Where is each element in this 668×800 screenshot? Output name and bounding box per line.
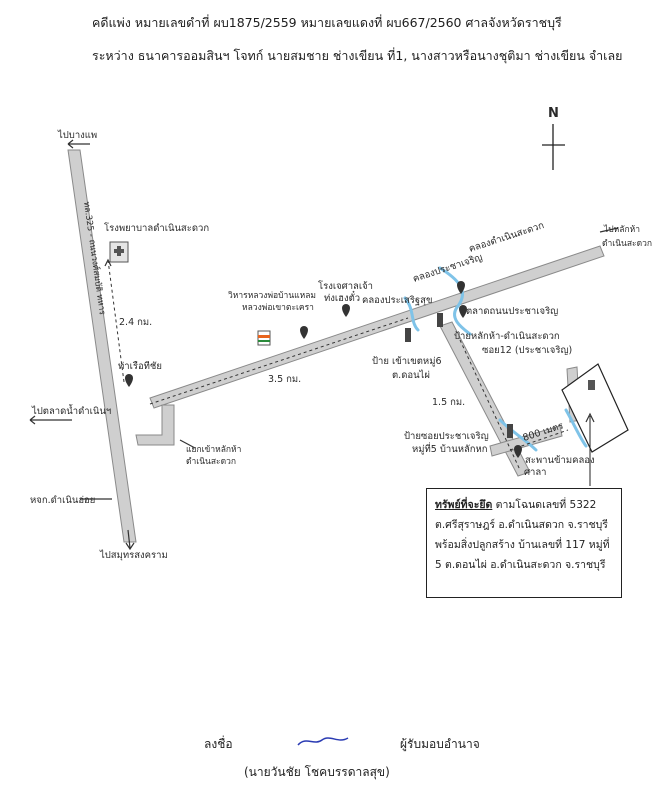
label-nong-ong: หจก.ดำเนินอ่อย [30,495,95,506]
label-to-market: ไปตลาดน้ำดำเนินฯ [31,404,111,417]
hospital-icon [109,241,129,263]
property-description: ทรัพย์ที่จะยึด ตามโฉนดเลขที่ 5322 ต.ศรีส… [426,488,622,598]
label-to-bang-phae: ไปบางแพ [57,129,97,141]
canal-small [498,418,538,452]
vihara-pin-icon [300,326,308,339]
soi-sign-icon [507,424,513,438]
bridge-pin-icon [514,445,522,458]
property-parcel [561,363,629,453]
label-temple: ท่าเรือทีชัย [118,360,162,372]
north-label: N [548,106,559,121]
lak-ha-sign-icon [437,313,443,327]
label-canal-ps: คลองประเสริฐสุข [362,295,432,306]
arrow-to-lak-ha-icon [599,227,619,233]
label-to-lak-ha-2: ดำเนินสะดวก [602,239,652,249]
signature-mark [297,737,349,746]
canal-pin-icon [457,281,465,294]
label-don-phai: ต.ดอนไผ่ [392,369,430,381]
label-dist-24: 2.4 กม. [119,317,152,328]
property-line4: 5 ต.ดอนไผ่ อ.ดำเนินสะดวก จ.ราชบุรี [435,559,606,571]
label-vihara-2: หลวงพ่อเขาตะเครา [242,303,314,313]
label-shrine: โรงเจศาลเจ้า [318,280,373,292]
signer-name: (นายวันชัย โชคบรรดาลสุข) [244,765,390,779]
property-deed: ตามโฉนดเลขที่ 5322 [492,499,597,511]
lak-ha-road [149,245,605,409]
label-sala: ศาลา [524,467,547,478]
property-line2: ต.ศรีสุราษฎร์ อ.ดำเนินสดวก จ.ราชบุรี [435,519,608,531]
case-number-line: คดีแพ่ง หมายเลขดำที่ ผบ1875/2559 หมายเลข… [92,15,562,30]
convenience-store-icon [257,330,271,346]
arrow-to-market-icon [29,415,72,425]
arrow-to-bang-phae-icon [67,139,90,149]
canal-prasert-suk [403,296,420,332]
property-title: ทรัพย์ที่จะยึด [435,499,493,511]
canal-pracha-charoen [438,266,472,336]
label-market-pc: ตลาดถนนประชาเจริญ [466,306,558,317]
signature-label: ลงชื่อ [204,737,233,751]
dist-line-24 [107,259,125,383]
label-sign-lak-ha: ป้ายหลักห้า-ดำเนินสะดวก [454,331,560,342]
moo6-sign-icon [405,328,411,342]
label-to-samut: ไปสมุทรสงคราม [99,549,168,561]
label-junction-2: ดำเนินสะดวก [186,457,236,467]
label-junction: แยกเข้าหลักห้า [186,444,241,455]
label-sign-moo6: ป้าย เข้าเขตหมู่6 [372,356,442,367]
label-soi12: ซอย12 (ประชาเจริญ) [482,345,572,356]
label-vihara: วิหารหลวงพ่อบ้านแหลม [228,290,316,301]
junction-stub-road [135,404,175,446]
dist-line-800 [509,429,569,451]
label-dist-35: 3.5 กม. [268,374,301,385]
north-arrow-icon: N [542,106,565,170]
house-icon [588,380,595,390]
temple-pin-icon [125,374,133,387]
label-canal-dn: คลองดำเนินสะดวก [468,220,546,255]
label-moo5: หมู่ที่5 บ้านหลักหก [412,442,488,455]
label-sign-soi: ป้ายซอยประชาเจริญ [404,431,489,442]
label-shrine-2: ท่งเฮงตั๋ว [324,291,360,304]
label-bridge: สะพานข้ามคลอง [525,455,595,466]
parties-line: ระหว่าง ธนาคารออมสินฯ โจทก์ นายสมชาย ช่า… [92,48,623,63]
signature-title: ผู้รับมอบอำนาจ [400,737,480,751]
label-to-lak-ha: ไปหลักห้า [603,224,640,235]
highway-road [67,149,137,543]
label-hospital: โรงพยาบาลดำเนินสะดวก [104,222,209,234]
label-canal-pc: คลองประชาเจริญ [412,252,484,285]
shrine-pin-icon [342,304,350,317]
canal-small-2 [564,408,588,448]
arrow-to-samut-icon [125,529,135,551]
property-line3: พร้อมสิ่งปลูกสร้าง บ้านเลขที่ 117 หมู่ที… [435,539,610,551]
label-dist-15: 1.5 กม. [432,397,465,408]
market-pin-icon [459,305,467,318]
